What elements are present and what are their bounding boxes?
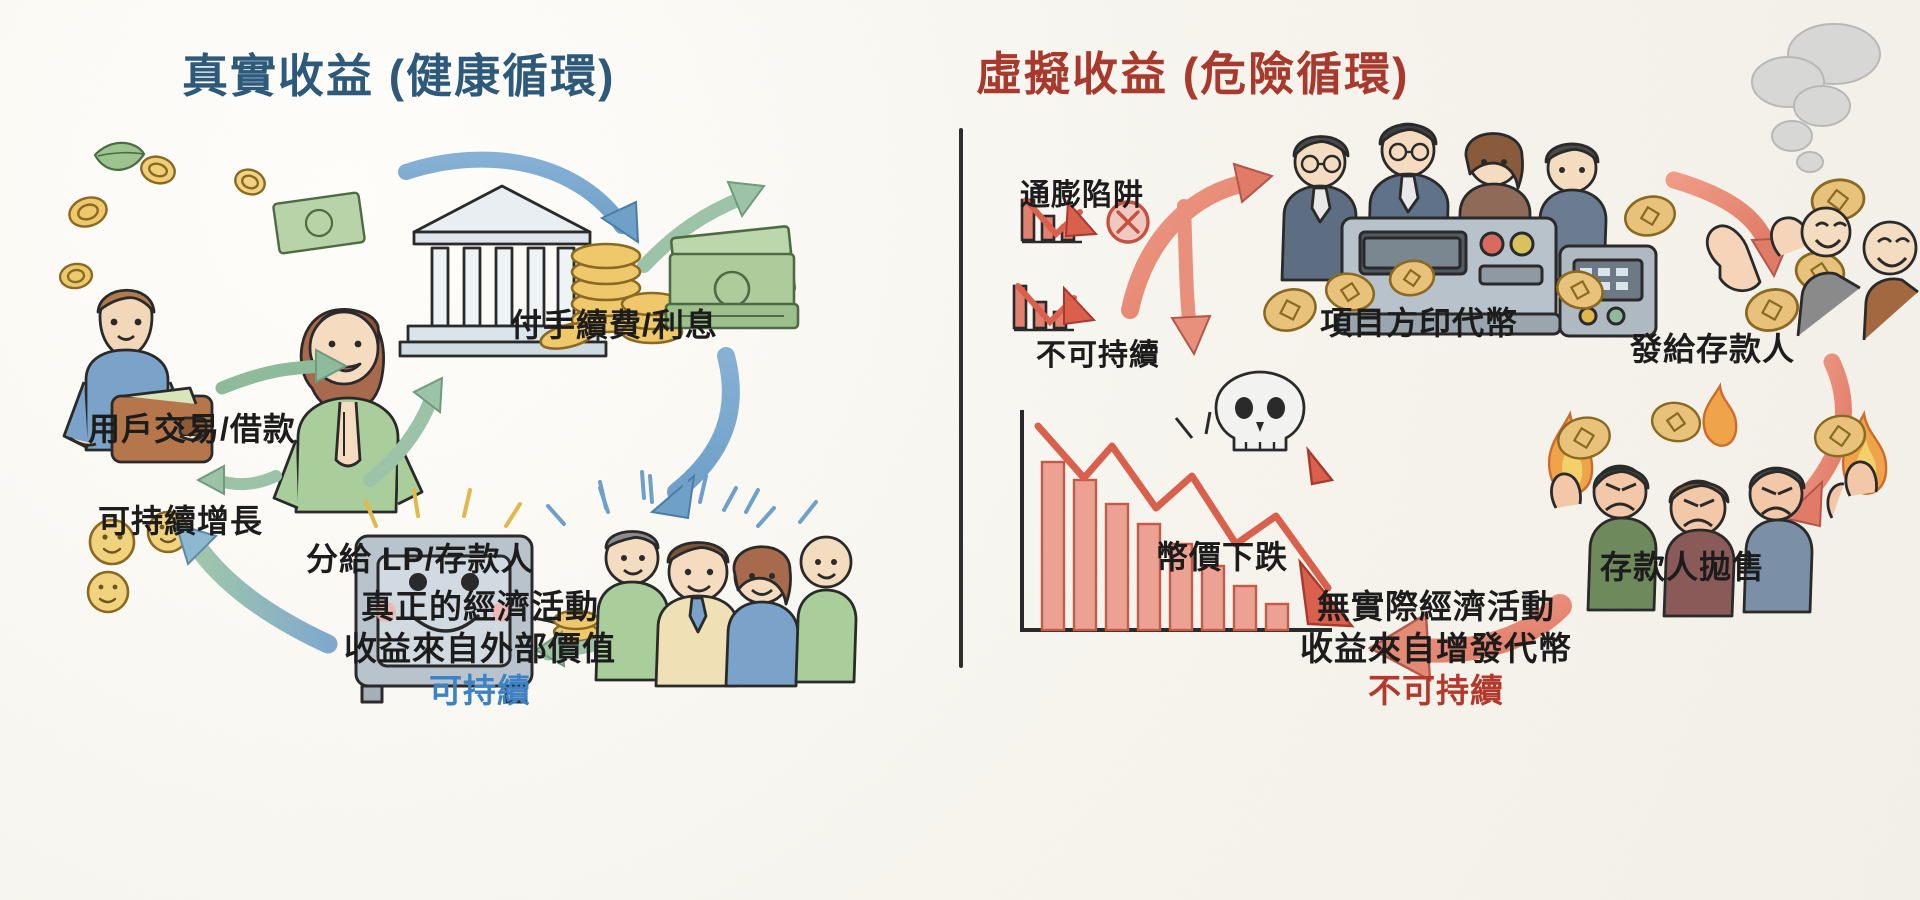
arrow-green-sustain-icon: [174, 522, 338, 654]
panel-divider: [959, 128, 963, 668]
skull-icon: [1214, 370, 1306, 452]
arrow-red-down-icon: [1170, 199, 1212, 357]
right-summary-line1: 無實際經濟活動: [1317, 588, 1555, 625]
smoke-plume-icon: [1751, 23, 1881, 173]
left-panel-title: 真實收益 (健康循環): [182, 50, 616, 102]
money-printer-machine-icon: [1336, 216, 1658, 338]
falling-chart-2-icon: [1012, 283, 1097, 332]
label-unsustainable: 不可持續: [1036, 339, 1160, 372]
smiley-coins-icon: [86, 510, 190, 614]
left-summary-block: 真正的經濟活動 收益來自外部價值 可持續: [220, 586, 740, 713]
label-inflation-trap: 通膨陷阱: [1020, 179, 1144, 212]
arrow-green-small-icon: [195, 464, 282, 496]
falling-chart-icon: [1020, 197, 1099, 244]
label-distribute-lp: 分給 LP/存款人: [306, 541, 534, 577]
left-summary-line2: 收益來自外部價值: [344, 630, 616, 668]
sparkle-rays-blue-icon: [546, 470, 776, 528]
arrow-green-growth-icon: [637, 180, 766, 273]
arrow-red-to-printer-icon: [1121, 162, 1275, 319]
left-summary-line1: 真正的經濟活動: [361, 588, 599, 625]
happy-people-group-icon: [594, 530, 858, 688]
label-project-prints-token: 項目方印代幣: [1320, 305, 1519, 341]
right-summary-line2: 收益來自增發代幣: [1300, 630, 1572, 668]
label-depositors-dump: 存款人拋售: [1600, 549, 1766, 585]
label-pay-fees: 付手續費/利息: [510, 307, 718, 343]
cash-bundle-icon: [664, 225, 800, 330]
right-panel-title: 虛擬收益 (危險循環): [976, 48, 1410, 100]
token-coin-eth-icon: [1263, 195, 1676, 332]
left-panel-artwork: [58, 141, 858, 704]
right-panel-artwork: [1012, 23, 1919, 683]
label-user-transactions: 用戶交易/借款: [88, 411, 296, 447]
angry-crowd-icon: [1550, 401, 1878, 618]
right-panel-fake-yield: 虛擬收益 (危險循環): [960, 0, 1920, 900]
woman-praying-icon: [272, 308, 424, 514]
right-summary-block: 無實際經濟活動 收益來自增發代幣 不可持續: [1176, 586, 1696, 713]
leaf-icon: [93, 141, 146, 171]
right-summary-verdict: 不可持續: [1368, 672, 1504, 710]
hands-receiving-coins-icon: [1705, 178, 1919, 341]
cash-icon: [272, 191, 366, 255]
arrow-green-up-icon: [215, 348, 349, 395]
user-with-wallet-icon: [62, 288, 214, 464]
arrow-blue-down-icon: [649, 347, 740, 520]
coin-icon: [58, 155, 266, 290]
label-pay-depositors: 發給存款人: [1630, 331, 1796, 367]
left-panel-real-yield: 真實收益 (健康循環): [58, 50, 858, 713]
arrow-blue-top-icon: [398, 151, 640, 244]
cross-circle-icon: [1106, 200, 1150, 244]
arrow-red-bottom-icon: [1367, 594, 1572, 683]
safe-vault-icon: [354, 534, 600, 704]
label-sustainable-growth: 可持續增長: [98, 503, 264, 539]
sparkle-rays-icon: [364, 488, 522, 528]
label-price-crash: 幣價下跌: [1156, 539, 1289, 575]
falling-chart-large-icon: [1020, 410, 1355, 632]
arrow-green-to-bank-icon: [363, 376, 444, 487]
left-summary-verdict: 可持續: [429, 672, 531, 710]
joy-lines-icon: [598, 474, 818, 524]
